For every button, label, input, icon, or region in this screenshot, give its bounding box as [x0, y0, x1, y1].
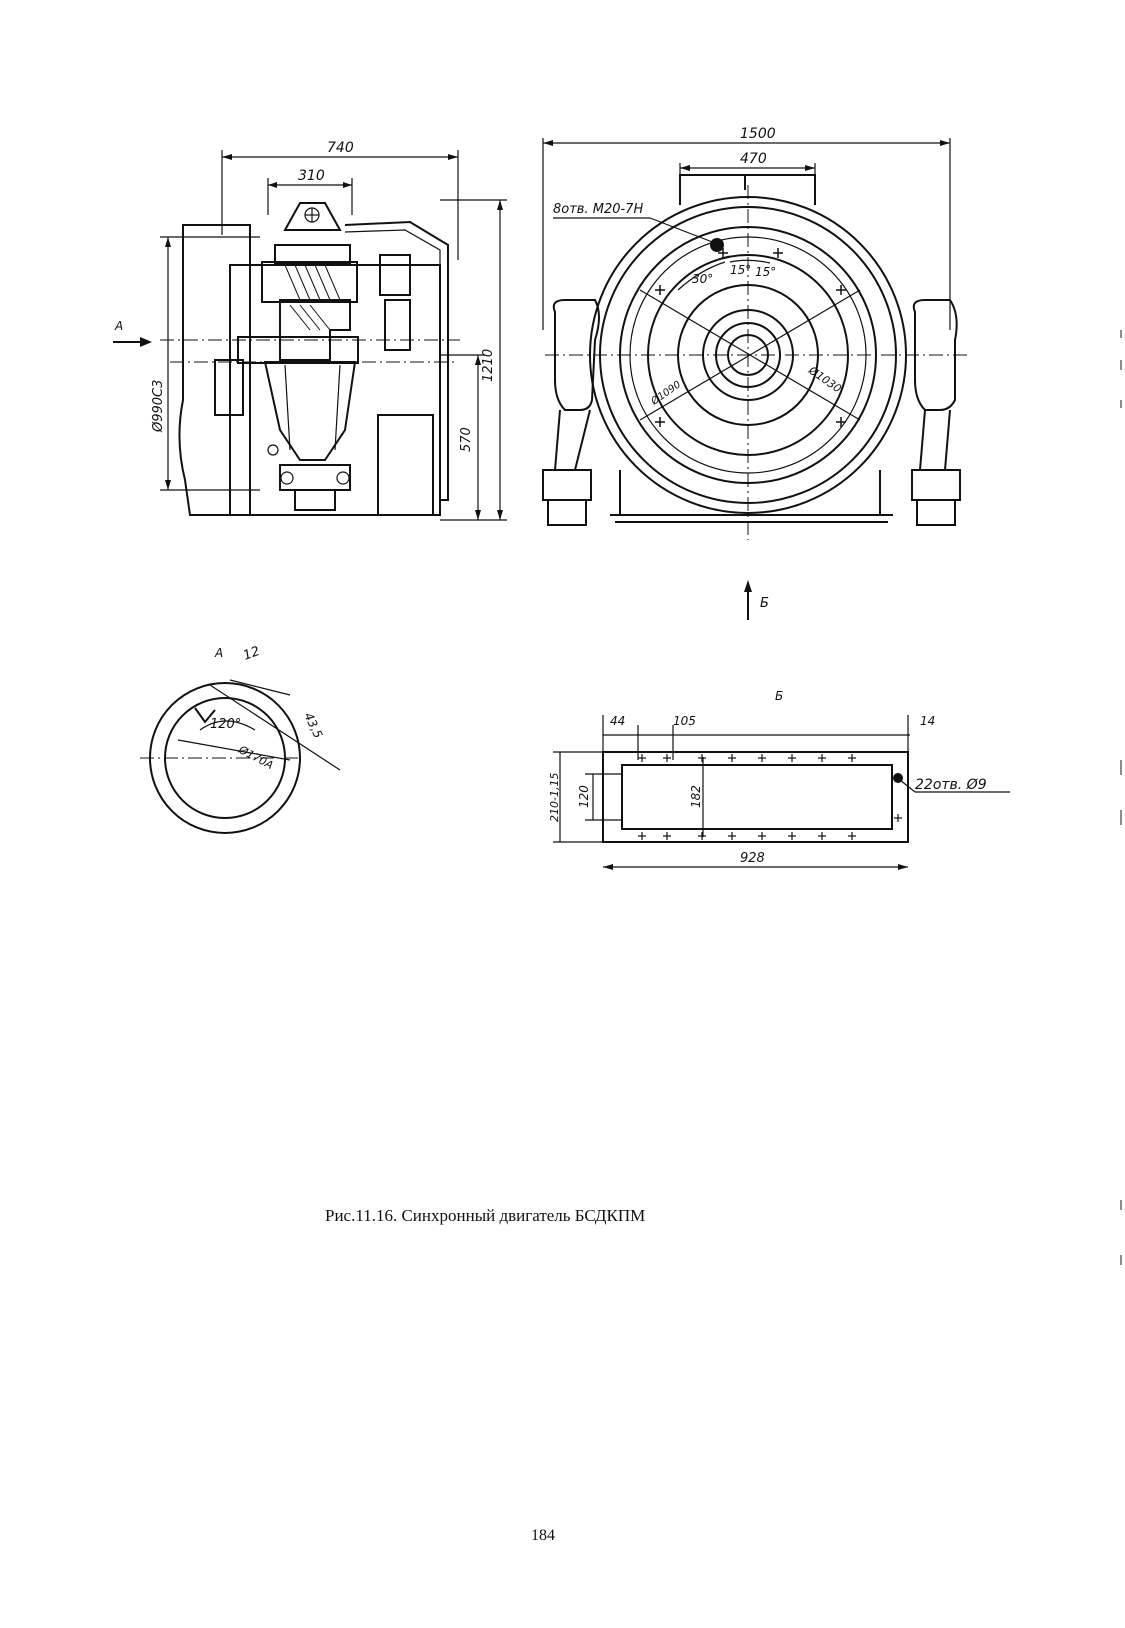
- dim-310: 310: [298, 168, 325, 184]
- detail-b-dim-44: 44: [610, 714, 625, 728]
- detail-b-dim-14: 14: [920, 714, 935, 728]
- label-holes-m20: 8отв. М20-7Н: [553, 202, 643, 217]
- detail-a-angle-120: 120°: [210, 717, 241, 732]
- dim-1210: 1210: [481, 349, 496, 382]
- detail-b-dim-105: 105: [673, 714, 696, 728]
- detail-a-label: А: [214, 646, 223, 660]
- detail-a-dim-12: 12: [241, 644, 262, 664]
- label-angle-30: 30°: [692, 272, 713, 286]
- front-view: 1500 470: [543, 126, 970, 620]
- label-diam-1090: Ø1090: [648, 379, 683, 409]
- label-angle-15a: 15°: [730, 263, 751, 277]
- dim-570: 570: [459, 427, 474, 452]
- detail-b-dim-210: 210-1,15: [548, 773, 561, 822]
- detail-a-dim-43: 43,5: [301, 710, 325, 740]
- figure-caption: Рис.11.16. Синхронный двигатель БСДКПМ: [325, 1206, 645, 1226]
- dim-470: 470: [740, 151, 767, 167]
- page-number: 184: [531, 1527, 555, 1545]
- dim-1500: 1500: [740, 126, 776, 142]
- detail-b-dim-928: 928: [740, 851, 765, 866]
- dim-diameter-990: Ø990С3: [151, 380, 166, 433]
- detail-b-label: Б: [775, 689, 783, 703]
- view-arrow-a-label: А: [114, 319, 123, 333]
- view-arrow-b-label: Б: [760, 596, 769, 611]
- detail-a-diam-170: Ø170А: [236, 743, 276, 772]
- detail-b-dim-182: 182: [689, 785, 703, 808]
- detail-b-dim-120: 120: [577, 785, 591, 808]
- label-angle-15b: 15°: [755, 265, 776, 279]
- detail-b: Б 44 105 14: [548, 689, 1010, 870]
- side-view: 740 310: [113, 140, 507, 520]
- detail-a: А 12 120° Ø170А 43,5: [140, 644, 340, 833]
- detail-b-holes: 22отв. Ø9: [915, 777, 987, 793]
- dim-740: 740: [327, 140, 354, 156]
